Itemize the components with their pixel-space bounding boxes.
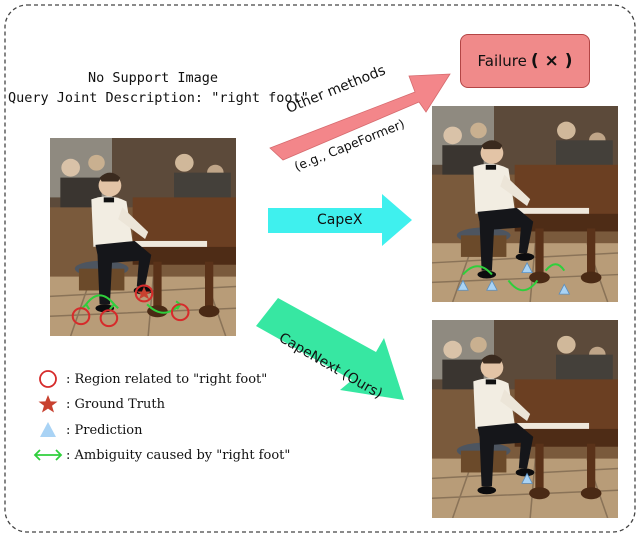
circle-icon (39, 370, 57, 388)
region-circle-4 (170, 303, 190, 322)
capex-result-image (432, 106, 618, 302)
failure-label: Failure (477, 52, 527, 70)
other-methods-arrow (269, 73, 451, 161)
prediction-triangle-2 (486, 279, 498, 291)
legend-region: : Region related to "right foot" (30, 368, 267, 390)
query-image (50, 138, 236, 336)
failure-cross-mark: ( × ) (530, 51, 573, 71)
legend-prediction: : Prediction (30, 419, 143, 441)
double-arrow-icon (33, 449, 63, 461)
ambiguity-arrow-right (146, 303, 181, 314)
capenext-arrow (256, 298, 404, 400)
prediction-triangle-1 (457, 279, 469, 291)
no-support-image-label: No Support Image (87, 70, 219, 86)
legend-region-text: : Region related to "right foot" (66, 371, 268, 387)
region-circle-3 (134, 284, 154, 303)
capenext-result-photo (432, 320, 618, 518)
prediction-triangle-3 (521, 261, 533, 273)
triangle-icon (40, 422, 56, 437)
region-circle-1 (71, 307, 91, 326)
prediction-triangle (521, 472, 533, 484)
legend-ground-truth: : Ground Truth (30, 393, 165, 415)
query-joint-description: Query Joint Description: "right foot" (8, 90, 309, 106)
query-photo (50, 138, 236, 336)
failure-box: Failure ( × ) (460, 34, 590, 88)
ambiguity-arrow-left (85, 294, 115, 305)
prediction-triangle-4 (558, 283, 571, 295)
legend-prediction-text: : Prediction (66, 422, 143, 438)
region-circle-2 (99, 309, 119, 328)
star-icon (38, 395, 58, 413)
capex-arrow (268, 194, 412, 246)
capex-result-photo (432, 106, 618, 302)
capenext-result-image (432, 320, 618, 518)
legend-ground-truth-text: : Ground Truth (66, 396, 165, 412)
ground-truth-star (136, 286, 152, 300)
legend-ambiguity: : Ambiguity caused by "right foot" (30, 444, 290, 466)
legend-ambiguity-text: : Ambiguity caused by "right foot" (66, 447, 291, 463)
dashed-frame (4, 4, 636, 533)
capex-label: CapeX (317, 212, 363, 228)
